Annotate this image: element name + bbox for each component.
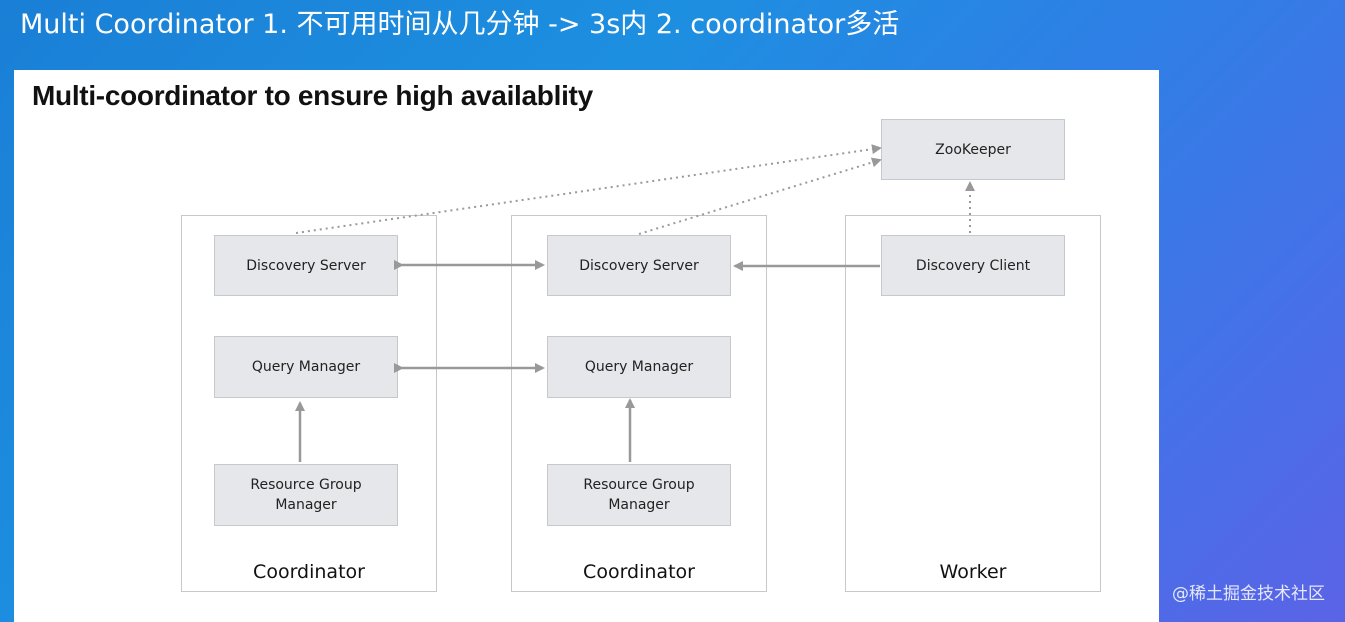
slide-title: Multi-coordinator to ensure high availab… xyxy=(32,80,593,111)
worker-label: Worker xyxy=(939,561,1007,583)
coordinator-1-resource-group-manager: Resource Group Manager xyxy=(214,464,398,526)
watermark: @稀土掘金技术社区 xyxy=(1172,584,1325,604)
zookeeper-box: ZooKeeper xyxy=(881,119,1065,180)
coordinator-1-query-manager: Query Manager xyxy=(214,336,398,398)
worker-discovery-client: Discovery Client xyxy=(881,235,1065,296)
header-title: Multi Coordinator 1. 不可用时间从几分钟 -> 3s内 2.… xyxy=(20,9,900,40)
coordinator-2-discovery-server: Discovery Server xyxy=(547,235,731,296)
slide-canvas: Multi-coordinator to ensure high availab… xyxy=(14,70,1159,622)
coordinator-2-resource-group-manager: Resource Group Manager xyxy=(547,464,731,526)
coordinator-1-label: Coordinator xyxy=(253,561,365,583)
coordinator-2-query-manager: Query Manager xyxy=(547,336,731,398)
coordinator-1-discovery-server: Discovery Server xyxy=(214,235,398,296)
coordinator-2-label: Coordinator xyxy=(583,561,695,583)
